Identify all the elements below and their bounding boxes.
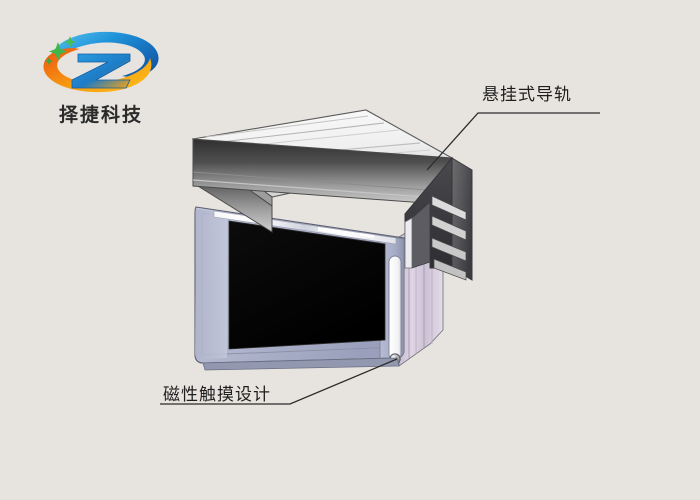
panel-bottom-edge xyxy=(202,357,400,371)
display-panel xyxy=(194,206,444,371)
rail-channel-slat-3 xyxy=(431,237,467,262)
leader-line-rail xyxy=(426,112,600,171)
company-logo-icon xyxy=(43,31,159,93)
bezel-left-band xyxy=(195,209,227,359)
callout-leader-lines xyxy=(160,112,600,405)
rail-end-outer xyxy=(451,157,473,281)
rail-rib-highlight xyxy=(404,217,413,269)
rail-channel-slat-4 xyxy=(433,258,467,281)
leader-line-magnet xyxy=(160,358,398,405)
logo-block: 择捷科技 xyxy=(26,24,176,134)
rail-channel-slat-2 xyxy=(431,215,467,241)
logo-sparkle-small xyxy=(45,57,53,66)
callout-label-magnet: 磁性触摸设计 xyxy=(163,385,271,405)
chrome-glint-2 xyxy=(318,227,340,234)
chrome-glint-3 xyxy=(360,233,374,238)
rail-groove-2 xyxy=(211,122,385,144)
screen-area xyxy=(228,220,386,350)
callout-label-rail: 悬挂式导轨 xyxy=(482,85,572,105)
rail-end-cross-section xyxy=(404,156,473,281)
logo-z-mark xyxy=(71,53,131,89)
logo-sparkle-medium xyxy=(64,36,76,48)
logo-sparkle-large xyxy=(49,42,67,61)
logo-wordmark: 择捷科技 xyxy=(58,104,143,126)
rail-face-line-2 xyxy=(192,179,453,200)
side-slot xyxy=(388,255,402,361)
rail-channel-slat-1 xyxy=(431,195,467,221)
rail-groove-1 xyxy=(205,115,369,138)
logo-blue-swoosh xyxy=(50,31,159,77)
rail-face-line-1 xyxy=(192,171,453,193)
suspended-rail xyxy=(191,109,473,281)
